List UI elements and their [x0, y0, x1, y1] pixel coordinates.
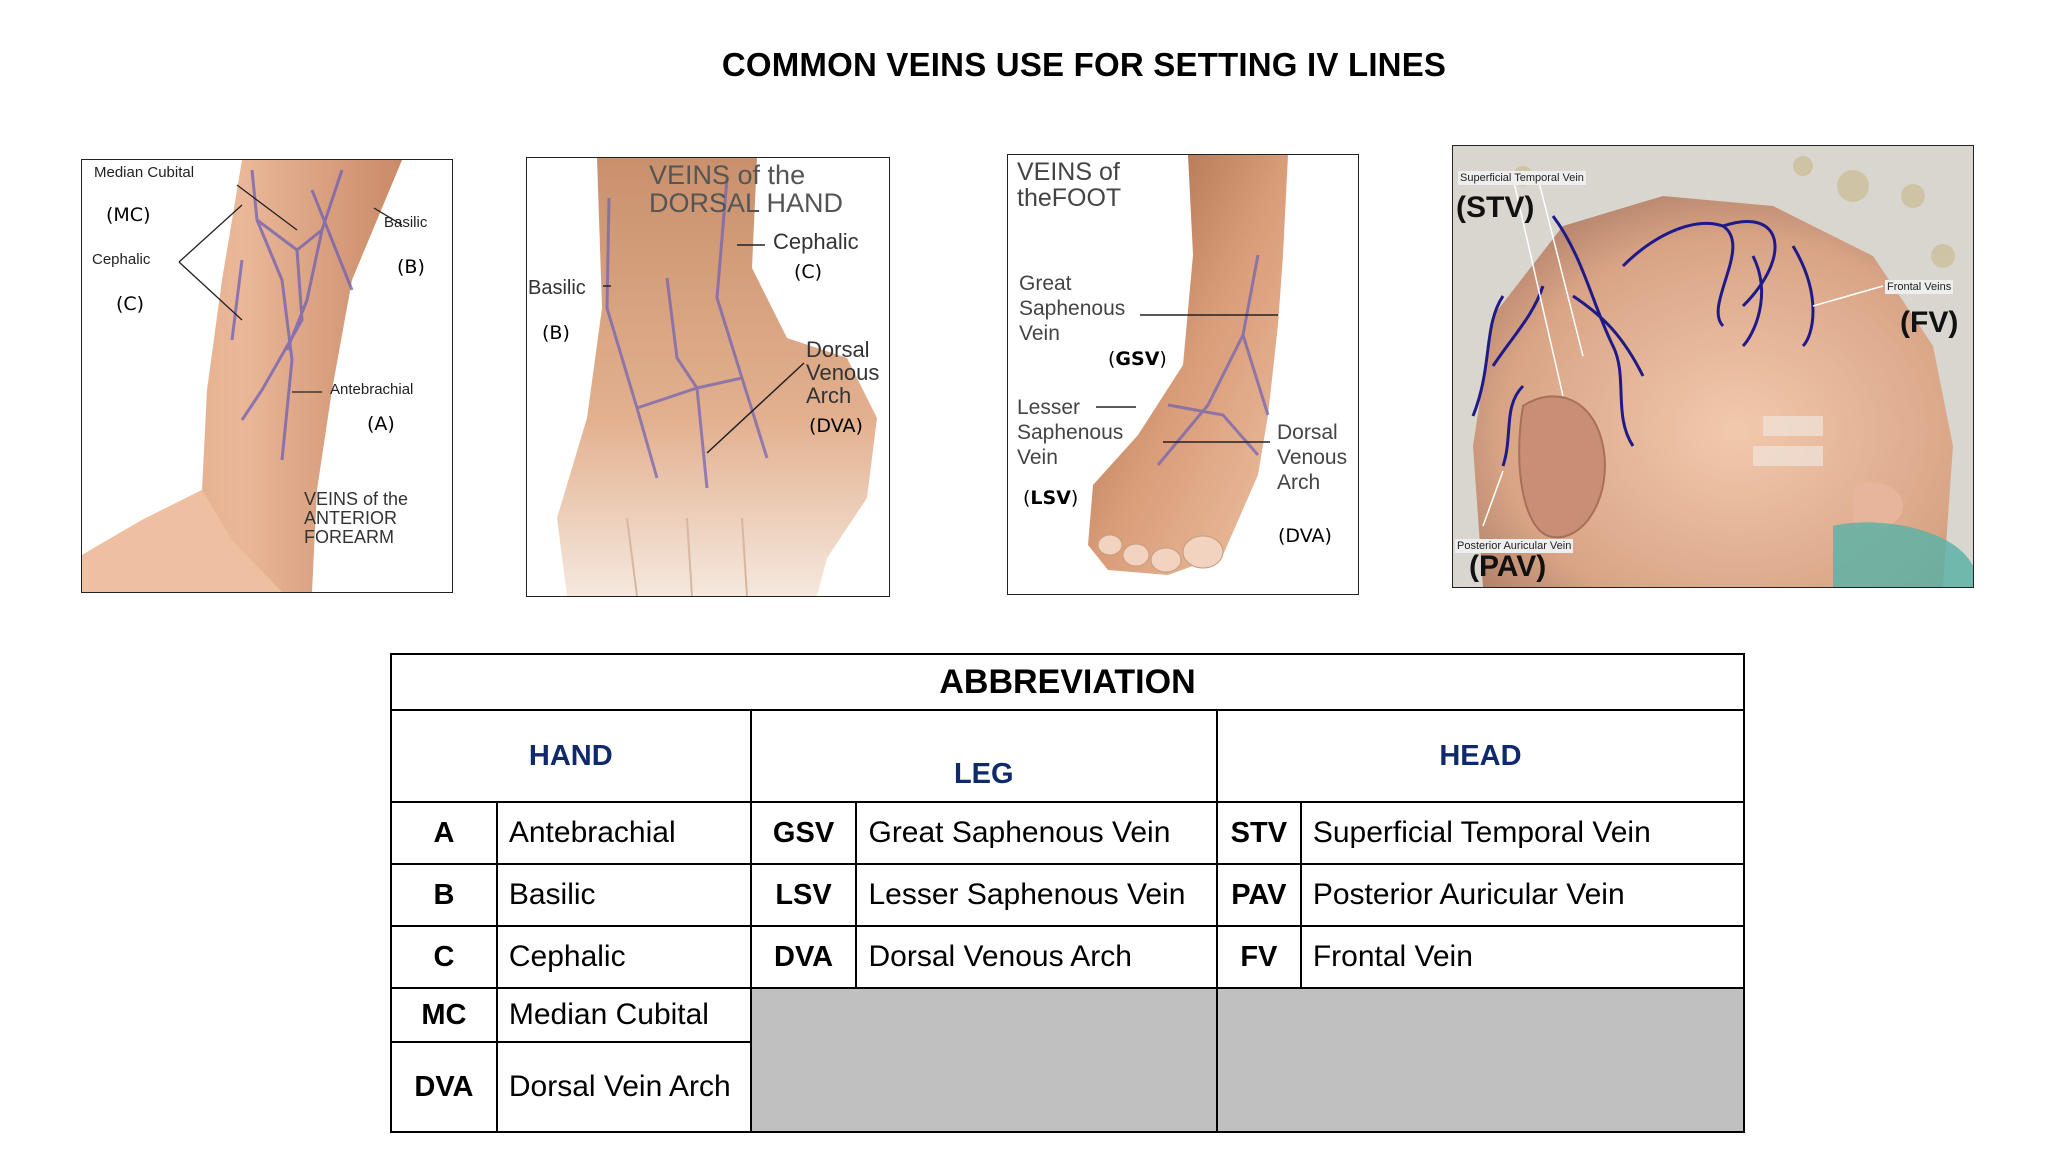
label-basilic: Basilic: [384, 214, 428, 231]
foot-lsv-label: Lesser Saphenous Vein: [1017, 395, 1123, 471]
hand-name: Median Cubital: [495, 987, 752, 1043]
hand-dva-label: Dorsal Venous Arch: [806, 338, 879, 407]
label-stv: (STV): [1456, 191, 1535, 224]
forearm-caption-line: ANTERIOR: [304, 507, 398, 528]
leg-name: Lesser Saphenous Vein: [855, 863, 1218, 927]
hand-code: B: [390, 863, 498, 927]
label-pav: (PAV): [1469, 550, 1547, 583]
head-name: Posterior Auricular Vein: [1299, 863, 1746, 927]
forearm-caption: VEINS of the ANTERIOR FOREARM: [304, 490, 408, 547]
head-code: STV: [1215, 801, 1302, 865]
foot-lsv-line: Lesser: [1017, 396, 1081, 419]
group-hand: HAND: [390, 709, 752, 803]
table-group-row: HAND LEG HEAD: [390, 709, 1746, 803]
foot-lsv-line: Saphenous: [1017, 421, 1124, 445]
hand-heading-line: DORSAL HAND: [649, 188, 844, 219]
label-c: (C): [794, 261, 823, 283]
forearm-veins-figure: Median Cubital (MC) Cephalic (C) Basilic…: [81, 159, 453, 593]
group-head: HEAD: [1215, 709, 1746, 803]
forearm-caption-line: FOREARM: [304, 526, 394, 547]
head-name: Frontal Vein: [1299, 925, 1746, 989]
label-cephalic: Cephalic: [92, 251, 151, 268]
hand-name: Cephalic: [495, 925, 752, 989]
hand-heading-line: VEINS of the: [649, 160, 806, 190]
gsv-code: GSV: [1115, 348, 1160, 370]
label-b: (B): [542, 322, 570, 344]
hand-code: DVA: [390, 1041, 498, 1133]
foot-veins-figure: VEINS of theFOOT Great Saphenous Vein (G…: [1007, 154, 1359, 595]
foot-heading-line: VEINS of: [1017, 158, 1120, 186]
leg-code: GSV: [749, 801, 858, 865]
leg-name: Dorsal Venous Arch: [855, 925, 1218, 989]
hand-illustration: [527, 158, 889, 596]
hand-name: Dorsal Vein Arch: [495, 1041, 752, 1133]
table-heading: ABBREVIATION: [390, 653, 1745, 711]
label-b: (B): [397, 256, 425, 278]
lsv-code: LSV: [1030, 487, 1071, 509]
leg-name: Great Saphenous Vein: [855, 801, 1218, 865]
table-heading-row: ABBREVIATION: [390, 653, 1745, 711]
foot-lsv-line: Vein: [1017, 446, 1058, 470]
foot-dva-line: Arch: [1277, 471, 1321, 495]
foot-gsv-line: Great: [1019, 272, 1072, 295]
label-lsv: (LSV): [1023, 487, 1078, 509]
forearm-illustration: [82, 160, 452, 592]
label-superficial-temporal-vein: Superficial Temporal Vein: [1458, 171, 1586, 186]
hand-name: Basilic: [495, 863, 752, 927]
hand-dva-line: Venous: [806, 360, 880, 386]
table-row: DVA Dorsal Vein Arch: [390, 1041, 1744, 1133]
leg-code: LSV: [749, 863, 858, 927]
hand-dva-line: Dorsal: [806, 337, 870, 362]
paren: ): [1159, 348, 1167, 370]
foot-dva-line: Dorsal: [1277, 421, 1338, 444]
label-frontal-veins: Frontal Veins: [1885, 280, 1954, 295]
label-dva: (DVA): [809, 415, 863, 437]
paren: ): [1070, 487, 1079, 509]
hand-code: A: [390, 801, 498, 865]
dorsal-hand-veins-figure: VEINS of the DORSAL HAND Cephalic (C) Ba…: [526, 157, 890, 597]
label-antebrachial: Antebrachial: [330, 381, 414, 398]
label-posterior-auricular-vein: Posterior Auricular Vein: [1455, 539, 1574, 554]
label-basilic: Basilic: [528, 277, 586, 299]
abbreviation-table: ABBREVIATION HAND LEG HEAD A Antebrachia…: [390, 653, 1746, 1133]
group-leg: LEG: [749, 709, 1218, 803]
hand-heading: VEINS of the DORSAL HAND: [649, 161, 843, 218]
label-c: (C): [116, 293, 145, 315]
label-a: (A): [367, 413, 395, 435]
table-row: MC Median Cubital: [390, 987, 1746, 1133]
label-cephalic: Cephalic: [773, 229, 859, 254]
foot-heading-line: theFOOT: [1017, 184, 1122, 213]
page-title: COMMON VEINS USE FOR SETTING IV LINES: [721, 46, 1447, 83]
foot-dva-line: Venous: [1277, 446, 1348, 470]
table-row: A Antebrachial GSV Great Saphenous Vein …: [390, 801, 1746, 865]
table-row: C Cephalic DVA Dorsal Venous Arch FV Fro…: [390, 925, 1746, 989]
leg-code: DVA: [749, 925, 858, 989]
empty-leg-cell: [749, 987, 1218, 1133]
foot-gsv-label: Great Saphenous Vein: [1019, 271, 1125, 347]
label-median-cubital: Median Cubital: [94, 164, 195, 181]
head-code: PAV: [1215, 863, 1302, 927]
empty-head-cell: [1215, 987, 1746, 1133]
hand-dva-line: Arch: [806, 383, 852, 409]
label-gsv: (GSV): [1108, 348, 1167, 370]
label-mc: (MC): [106, 204, 151, 226]
label-dva: (DVA): [1278, 525, 1332, 547]
foot-dva-label: Dorsal Venous Arch: [1277, 420, 1347, 496]
foot-illustration: [1008, 155, 1358, 594]
head-veins-figure: Superficial Temporal Vein (STV) Frontal …: [1452, 145, 1974, 588]
head-photo-illustration: [1453, 146, 1973, 587]
forearm-caption-line: VEINS of the: [304, 489, 409, 509]
hand-name: Antebrachial: [495, 801, 752, 865]
table-row: B Basilic LSV Lesser Saphenous Vein PAV …: [390, 863, 1746, 927]
hand-code: MC: [390, 987, 498, 1043]
foot-gsv-line: Vein: [1019, 322, 1060, 346]
head-name: Superficial Temporal Vein: [1299, 801, 1746, 865]
paren: (: [1108, 348, 1116, 370]
paren: (: [1023, 487, 1031, 509]
foot-gsv-line: Saphenous: [1019, 297, 1126, 321]
label-fv: (FV): [1900, 306, 1959, 339]
hand-code: C: [390, 925, 498, 989]
foot-heading: VEINS of theFOOT: [1017, 159, 1121, 212]
head-code: FV: [1215, 925, 1302, 989]
